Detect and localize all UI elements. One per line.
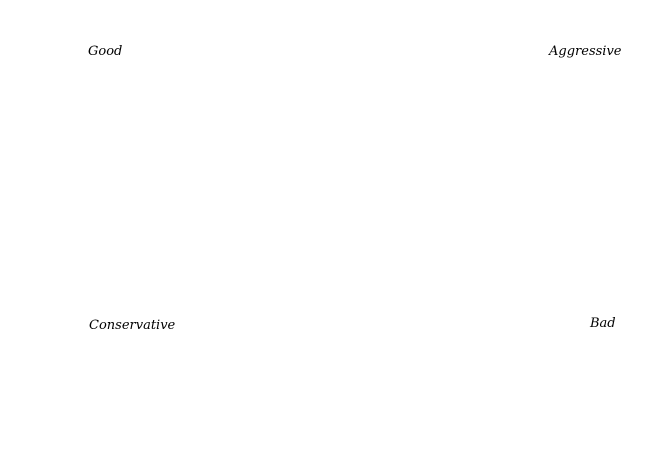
quadrant-label-good: Good: [88, 44, 123, 59]
quadrant-label-aggressive: Aggressive: [549, 44, 622, 59]
quadrant-label-conservative: Conservative: [89, 318, 176, 333]
quadrant-label-bad: Bad: [590, 316, 616, 331]
